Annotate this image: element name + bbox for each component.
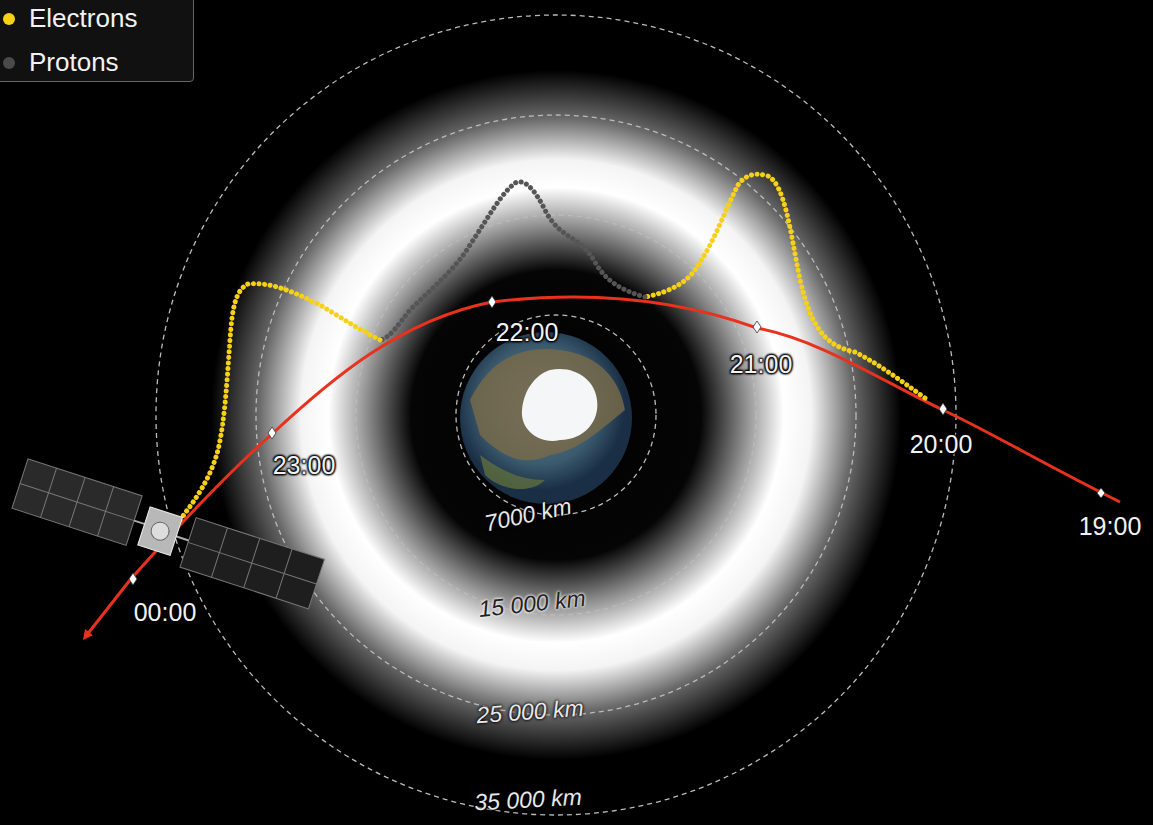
legend-swatch	[3, 13, 15, 25]
time-label: 22:00	[496, 318, 559, 347]
time-label: 23:00	[273, 451, 336, 480]
spacecraft	[11, 459, 326, 609]
radiation-belt	[211, 70, 901, 760]
time-label: 19:00	[1079, 512, 1142, 541]
distance-rings	[156, 15, 956, 815]
legend-item: Electrons	[3, 3, 137, 34]
earth	[460, 332, 632, 504]
time-markers	[129, 296, 1105, 585]
legend-text: Protons	[29, 47, 119, 78]
time-label: 20:00	[910, 430, 973, 459]
distance-label: 35 000 km	[474, 784, 583, 817]
time-label: 00:00	[134, 598, 197, 627]
time-label: 21:00	[730, 350, 793, 379]
legend-swatch	[3, 57, 15, 69]
particle-curves	[180, 174, 925, 520]
trajectory	[86, 297, 1120, 636]
legend-text: Electrons	[29, 3, 137, 34]
legend-item: Protons	[3, 47, 119, 78]
legend-box: ElectronsProtons	[0, 0, 194, 82]
